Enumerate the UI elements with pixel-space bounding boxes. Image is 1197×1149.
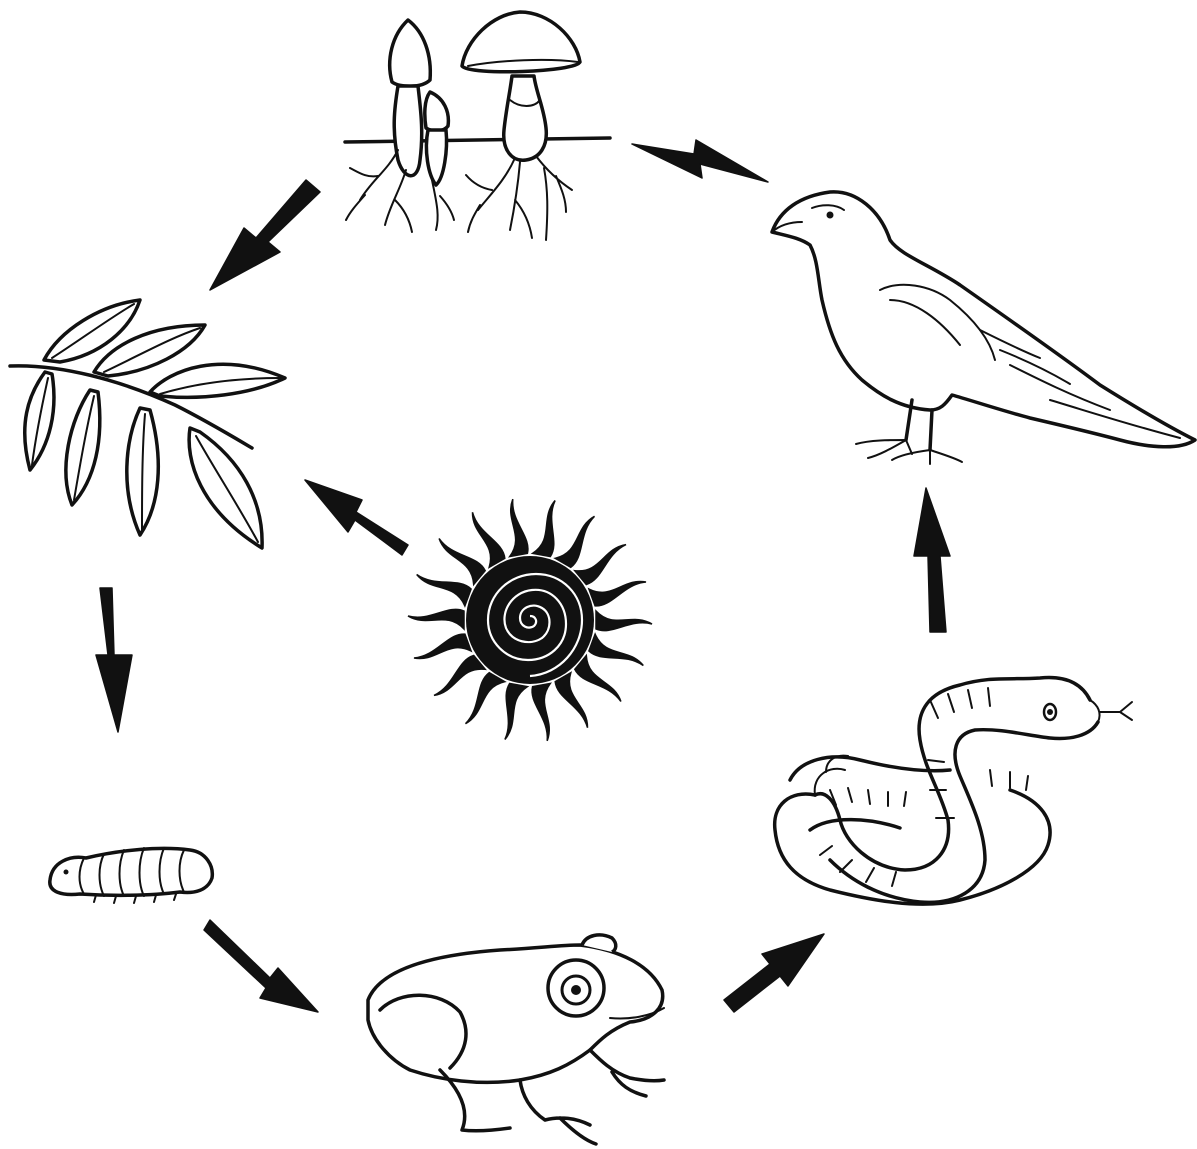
snake-icon [775, 678, 1132, 905]
sun-ray [589, 634, 643, 665]
sun-ray [589, 581, 646, 606]
sun-ray [414, 634, 471, 659]
sun-ray [575, 656, 621, 702]
snake-scale-marks [820, 688, 1028, 886]
sun-ray [596, 611, 652, 631]
arrow-frog-to-snake [724, 934, 824, 1012]
sun-ray [533, 501, 556, 557]
sun-ray [555, 516, 594, 567]
arrow-sun-to-leaves [305, 480, 408, 555]
leaf-branch-icon [10, 300, 285, 548]
sun-ray [532, 683, 550, 740]
sun-icon [408, 499, 652, 741]
arrow-hawk-to-fungi [632, 140, 768, 182]
sun-ray [434, 656, 485, 696]
sun-ray [439, 539, 485, 585]
sun-ray [408, 609, 464, 629]
hawk-icon [772, 192, 1195, 464]
mushrooms-icon [345, 12, 610, 240]
arrow-snake-to-hawk [914, 488, 950, 632]
larva-icon [50, 848, 212, 903]
sun-ray [505, 683, 528, 739]
sun-ray [575, 545, 626, 585]
arrow-leaves-to-larva [96, 588, 132, 732]
sun-ray [472, 512, 504, 567]
arrow-larva-to-frog [204, 920, 318, 1012]
sun-ray [510, 499, 528, 556]
sun-ray [466, 673, 505, 724]
frog-icon [368, 935, 664, 1144]
sun-ray [417, 575, 471, 606]
sun-ray [555, 673, 587, 728]
arrow-fungi-to-leaves [210, 180, 320, 290]
